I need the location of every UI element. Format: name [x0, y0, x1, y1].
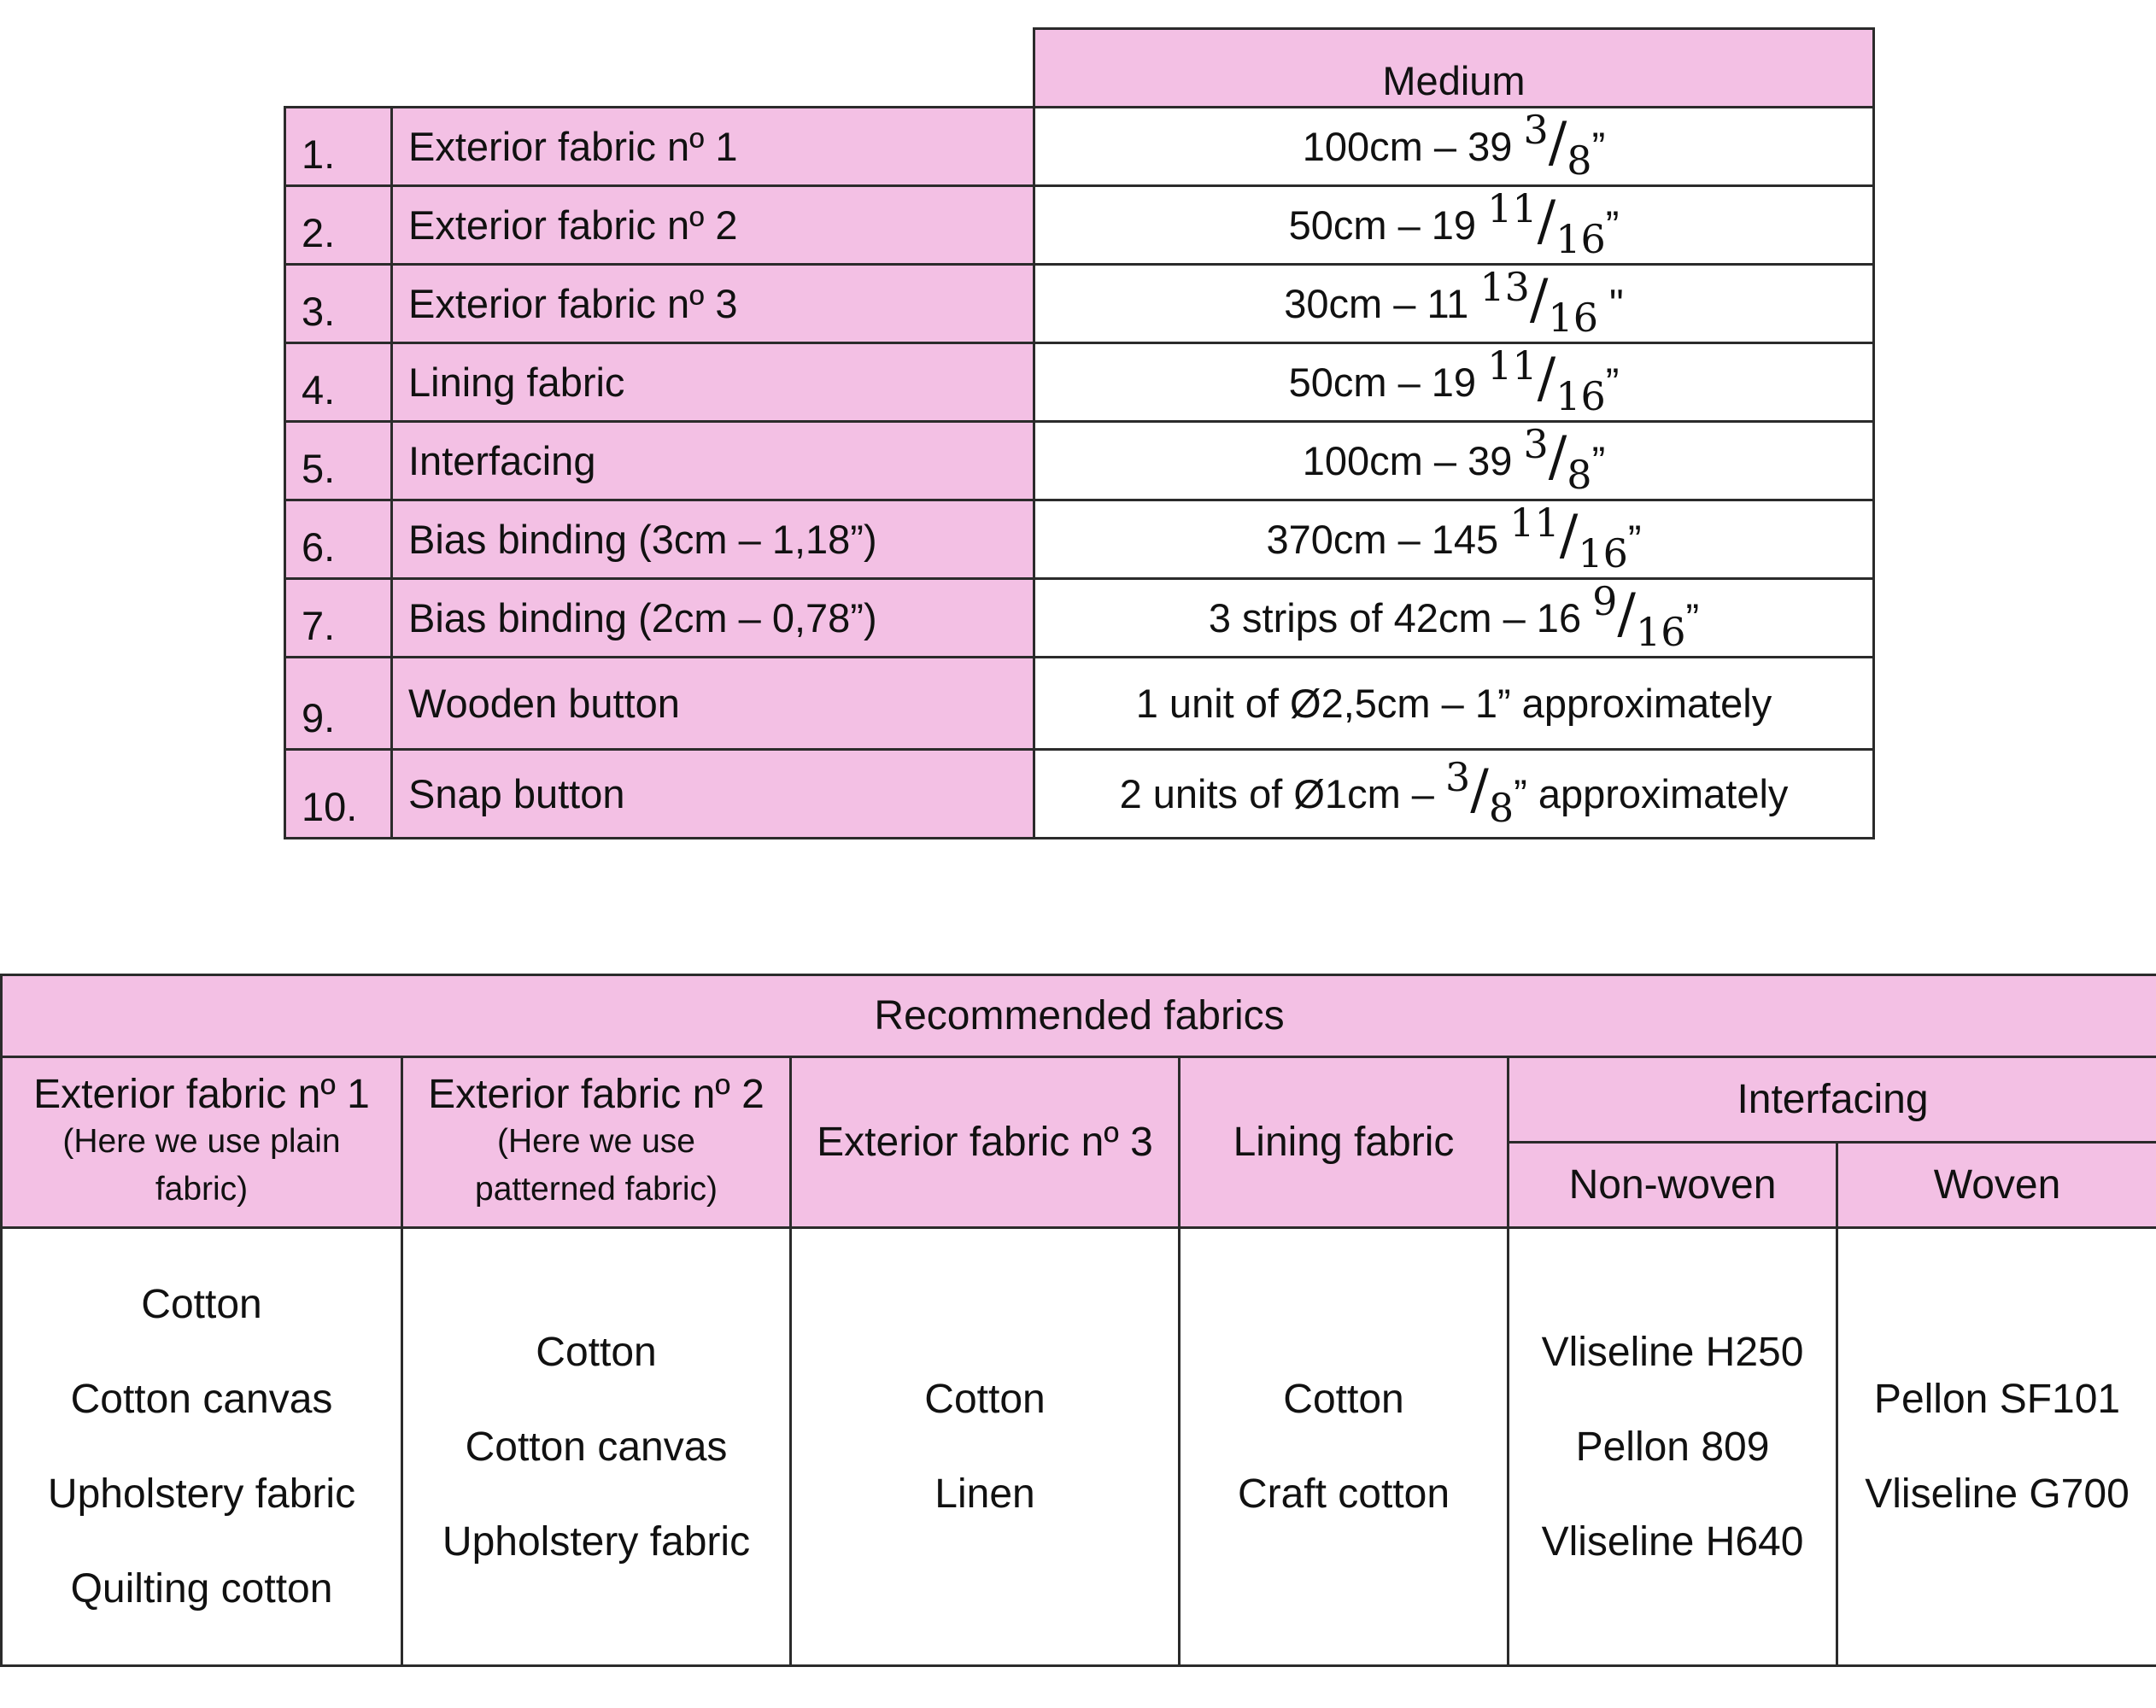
- materials-table: Medium 1. Exterior fabric nº 1 100cm – 3…: [284, 27, 1875, 839]
- material-name: Bias binding (3cm – 1,18”): [390, 499, 1035, 580]
- row-number: 3.: [284, 263, 393, 344]
- material-row: 5. Interfacing 100cm – 39 3/8”: [284, 420, 1875, 501]
- exterior-3-options: Cotton Linen: [789, 1226, 1181, 1667]
- material-quantity: 50cm – 19 11/16”: [1033, 342, 1875, 423]
- column-header-interfacing: Interfacing: [1506, 1056, 2156, 1144]
- row-number: 2.: [284, 184, 393, 266]
- material-name: Exterior fabric nº 1: [390, 106, 1035, 187]
- material-quantity: 3 strips of 42cm – 16 9/16”: [1033, 577, 1875, 658]
- fraction: 3/8: [1444, 753, 1514, 831]
- recommended-fabrics-table: Recommended fabrics Exterior fabric nº 1…: [0, 974, 2156, 1667]
- fabric-options-row: Cotton Cotton canvas Upholstery fabric Q…: [0, 1226, 2156, 1667]
- material-quantity: 100cm – 39 3/8”: [1033, 106, 1875, 187]
- material-row: 1. Exterior fabric nº 1 100cm – 39 3/8”: [284, 106, 1875, 187]
- material-name: Lining fabric: [390, 342, 1035, 423]
- lining-options: Cotton Craft cotton: [1178, 1226, 1509, 1667]
- fraction: 9/16: [1592, 577, 1686, 655]
- fraction: 3/8: [1523, 420, 1592, 498]
- size-header-medium: Medium: [1033, 27, 1875, 108]
- material-quantity: 2 units of Ø1cm – 3/8” approximately: [1033, 748, 1875, 839]
- material-quantity: 1 unit of Ø2,5cm – 1” approximately: [1033, 656, 1875, 751]
- material-row: 4. Lining fabric 50cm – 19 11/16”: [284, 342, 1875, 423]
- fraction: 11/16: [1487, 342, 1606, 419]
- empty-header-cell: [392, 29, 1034, 108]
- non-woven-options: Vliseline H250 Pellon 809 Vliseline H640: [1507, 1226, 1838, 1667]
- material-row: 7. Bias binding (2cm – 0,78”) 3 strips o…: [284, 577, 1875, 658]
- exterior-1-options: Cotton Cotton canvas Upholstery fabric Q…: [0, 1226, 403, 1667]
- material-row: 9. Wooden button 1 unit of Ø2,5cm – 1” a…: [284, 656, 1875, 751]
- material-row: 6. Bias binding (3cm – 1,18”) 370cm – 14…: [284, 499, 1875, 580]
- fraction: 11/16: [1487, 184, 1606, 262]
- row-number: 6.: [284, 499, 393, 580]
- row-number: 4.: [284, 342, 393, 423]
- material-name: Wooden button: [390, 656, 1035, 751]
- column-header-lining: Lining fabric: [1178, 1056, 1509, 1229]
- column-header-woven: Woven: [1835, 1141, 2156, 1229]
- material-quantity: 50cm – 19 11/16”: [1033, 184, 1875, 266]
- material-quantity: 100cm – 39 3/8”: [1033, 420, 1875, 501]
- material-quantity: 30cm – 11 13/16 ": [1033, 263, 1875, 344]
- material-name: Exterior fabric nº 2: [390, 184, 1035, 266]
- column-header-exterior-1: Exterior fabric nº 1 (Here we use plain …: [0, 1056, 403, 1229]
- fraction: 3/8: [1523, 106, 1592, 184]
- fraction: 11/16: [1509, 499, 1628, 576]
- row-number: 1.: [284, 106, 393, 187]
- material-row: 10. Snap button 2 units of Ø1cm – 3/8” a…: [284, 748, 1875, 839]
- material-row: 2. Exterior fabric nº 2 50cm – 19 11/16”: [284, 184, 1875, 266]
- exterior-2-options: Cotton Cotton canvas Upholstery fabric: [401, 1226, 792, 1667]
- fraction: 13/16: [1479, 263, 1598, 341]
- empty-header-cell: [285, 29, 392, 108]
- column-header-non-woven: Non-woven: [1507, 1141, 1838, 1229]
- woven-options: Pellon SF101 Vliseline G700: [1835, 1226, 2156, 1667]
- material-name: Bias binding (2cm – 0,78”): [390, 577, 1035, 658]
- material-row: 3. Exterior fabric nº 3 30cm – 11 13/16 …: [284, 263, 1875, 344]
- table-title: Recommended fabrics: [0, 974, 2156, 1058]
- row-number: 10.: [284, 748, 393, 839]
- row-number: 9.: [284, 656, 393, 751]
- row-number: 5.: [284, 420, 393, 501]
- row-number: 7.: [284, 577, 393, 658]
- material-name: Exterior fabric nº 3: [390, 263, 1035, 344]
- column-header-exterior-2: Exterior fabric nº 2 (Here we use patter…: [401, 1056, 792, 1229]
- material-name: Interfacing: [390, 420, 1035, 501]
- column-header-exterior-3: Exterior fabric nº 3: [789, 1056, 1181, 1229]
- material-name: Snap button: [390, 748, 1035, 839]
- material-quantity: 370cm – 145 11/16”: [1033, 499, 1875, 580]
